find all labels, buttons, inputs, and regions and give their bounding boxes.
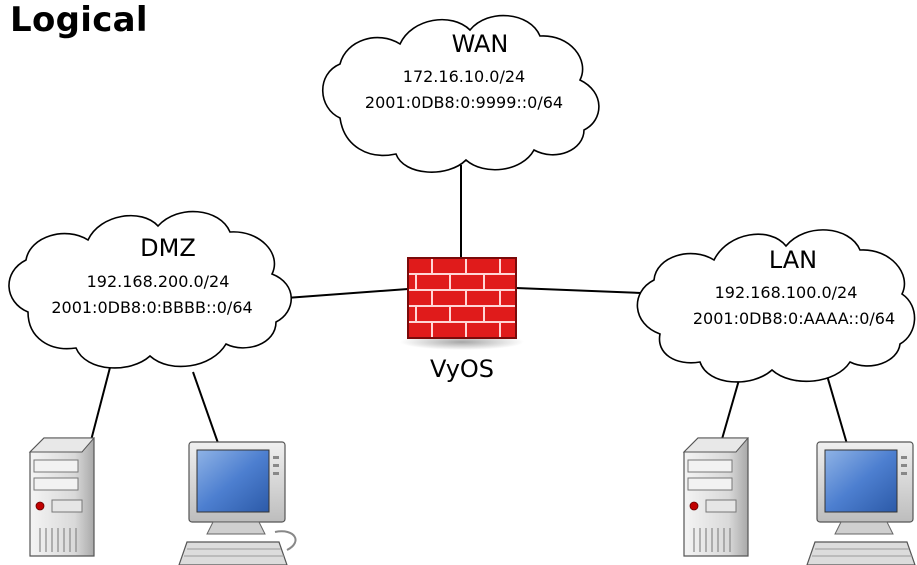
dmz-desktop bbox=[178, 441, 297, 565]
router-label: VyOS bbox=[430, 355, 494, 383]
wan-ipv4: 172.16.10.0/24 bbox=[403, 67, 525, 86]
lan-server bbox=[682, 437, 750, 557]
wan-name: WAN bbox=[452, 30, 509, 58]
firewall-icon bbox=[407, 257, 517, 339]
lan-name: LAN bbox=[769, 246, 817, 274]
desktop-computer-icon bbox=[178, 441, 297, 565]
link-dmz-router bbox=[285, 288, 409, 299]
dmz-name: DMZ bbox=[140, 234, 196, 262]
link-dmz-server bbox=[87, 355, 114, 453]
dmz-cloud: DMZ 192.168.200.0/24 2001:0DB8:0:BBBB::0… bbox=[8, 210, 292, 369]
dmz-ipv4: 192.168.200.0/24 bbox=[87, 272, 230, 291]
diagram-title: Logical bbox=[10, 0, 148, 40]
dmz-server bbox=[28, 437, 96, 557]
dmz-ipv6: 2001:0DB8:0:BBBB::0/64 bbox=[51, 298, 252, 317]
server-tower-icon bbox=[682, 437, 750, 557]
link-lan-desktop bbox=[825, 371, 848, 445]
desktop-computer-icon bbox=[806, 441, 916, 565]
link-router-lan bbox=[515, 287, 642, 294]
vyos-router: VyOS bbox=[400, 257, 524, 383]
wan-ipv6: 2001:0DB8:0:9999::0/64 bbox=[365, 93, 563, 112]
link-dmz-desktop bbox=[192, 371, 219, 444]
wan-cloud: WAN 172.16.10.0/24 2001:0DB8:0:9999::0/6… bbox=[321, 14, 600, 173]
lan-ipv6: 2001:0DB8:0:AAAA::0/64 bbox=[693, 309, 895, 328]
lan-cloud: LAN 192.168.100.0/24 2001:0DB8:0:AAAA::0… bbox=[636, 229, 916, 383]
server-tower-icon bbox=[28, 437, 96, 557]
lan-ipv4: 192.168.100.0/24 bbox=[715, 283, 858, 302]
lan-desktop bbox=[806, 441, 916, 565]
